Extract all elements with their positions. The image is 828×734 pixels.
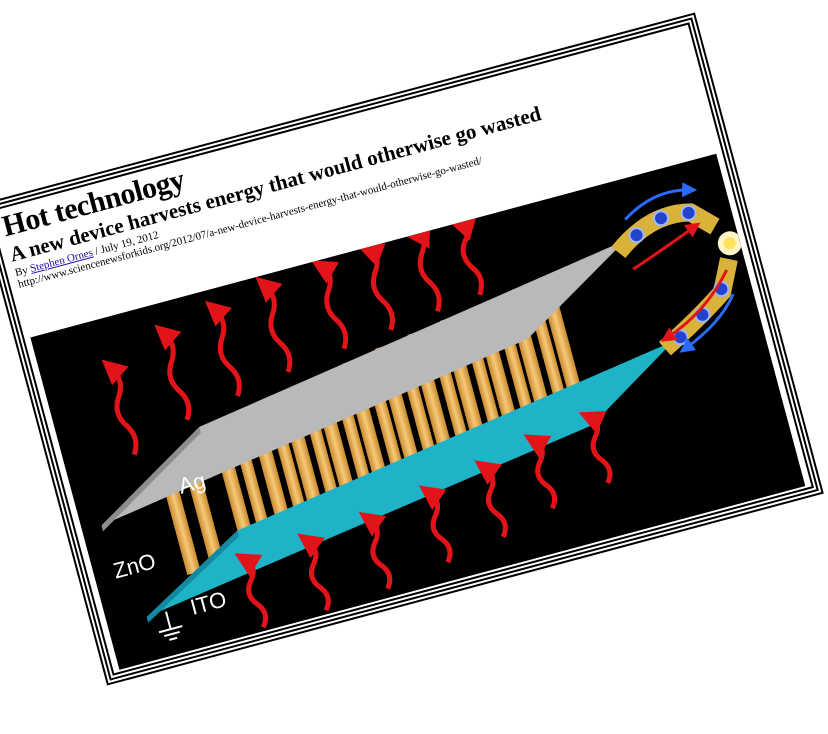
article-clipping: Hot technology A new device harvests ene… [0, 12, 824, 685]
